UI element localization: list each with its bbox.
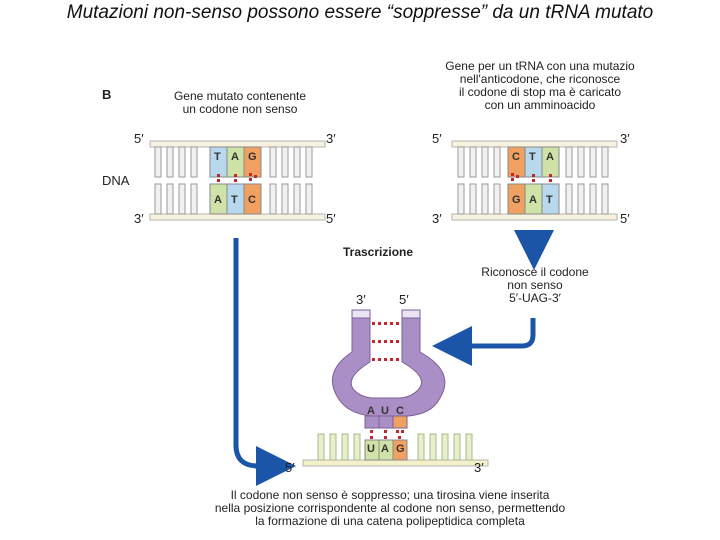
transcription-label: Trascrizione xyxy=(343,245,414,259)
panel-label: B xyxy=(102,87,112,102)
codon-nt-1: U xyxy=(367,443,375,455)
anticodon-nt-2: U xyxy=(381,405,389,417)
right-bottom-nt-3: T xyxy=(546,194,553,206)
left-top-nt-3: G xyxy=(248,151,257,163)
trna-3prime: 3′ xyxy=(356,292,366,307)
right-dna-strand: C T A G A T xyxy=(451,140,618,221)
right-bottom-3prime: 3′ xyxy=(432,211,442,226)
slide-title: Mutazioni non-senso possono essere “sopp… xyxy=(66,2,654,23)
left-top-nt-2: A xyxy=(231,151,239,163)
left-top-nt-1: T xyxy=(214,151,221,163)
dna-label: DNA xyxy=(102,173,130,188)
left-top-3prime: 3′ xyxy=(326,131,336,146)
mrna-3prime: 3′ xyxy=(474,460,484,475)
anticodon-nt-1: A xyxy=(367,405,375,417)
left-bottom-5prime: 5′ xyxy=(326,211,336,226)
mrna-5prime: 5′ xyxy=(285,460,295,475)
left-top-5prime: 5′ xyxy=(134,131,144,146)
left-dna-strand: T A G A T C xyxy=(149,140,326,221)
left-bottom-3prime: 3′ xyxy=(134,211,144,226)
right-bottom-nt-1: G xyxy=(512,194,521,206)
mrna-strand: U A G xyxy=(302,433,489,467)
right-top-nt-3: A xyxy=(546,151,554,163)
trna-molecule: A U C xyxy=(331,309,446,439)
right-top-nt-1: C xyxy=(512,151,520,163)
recognition-caption: Riconosce il codone non senso 5′-UAG-3′ xyxy=(481,265,589,305)
left-bottom-nt-1: A xyxy=(214,194,222,206)
bottom-caption: Il codone non senso è soppresso; una tir… xyxy=(214,488,566,528)
right-bottom-nt-2: A xyxy=(529,194,537,206)
right-gene-caption: Gene per un tRNA con una mutazio nell'an… xyxy=(445,59,635,112)
anticodon-nt-3: C xyxy=(396,405,404,417)
codon-nt-2: A xyxy=(381,443,389,455)
left-transcription-arrow xyxy=(233,238,296,486)
trna-5prime: 5′ xyxy=(399,292,409,307)
right-top-5prime: 5′ xyxy=(432,131,442,146)
right-top-nt-2: T xyxy=(529,151,536,163)
right-bottom-5prime: 5′ xyxy=(620,211,630,226)
right-top-3prime: 3′ xyxy=(620,131,630,146)
left-bottom-nt-2: T xyxy=(231,194,238,206)
recognition-arrow xyxy=(432,318,536,366)
left-gene-caption: Gene mutato contenente un codone non sen… xyxy=(173,89,307,116)
codon-nt-3: G xyxy=(396,443,405,455)
left-bottom-nt-3: C xyxy=(248,194,256,206)
